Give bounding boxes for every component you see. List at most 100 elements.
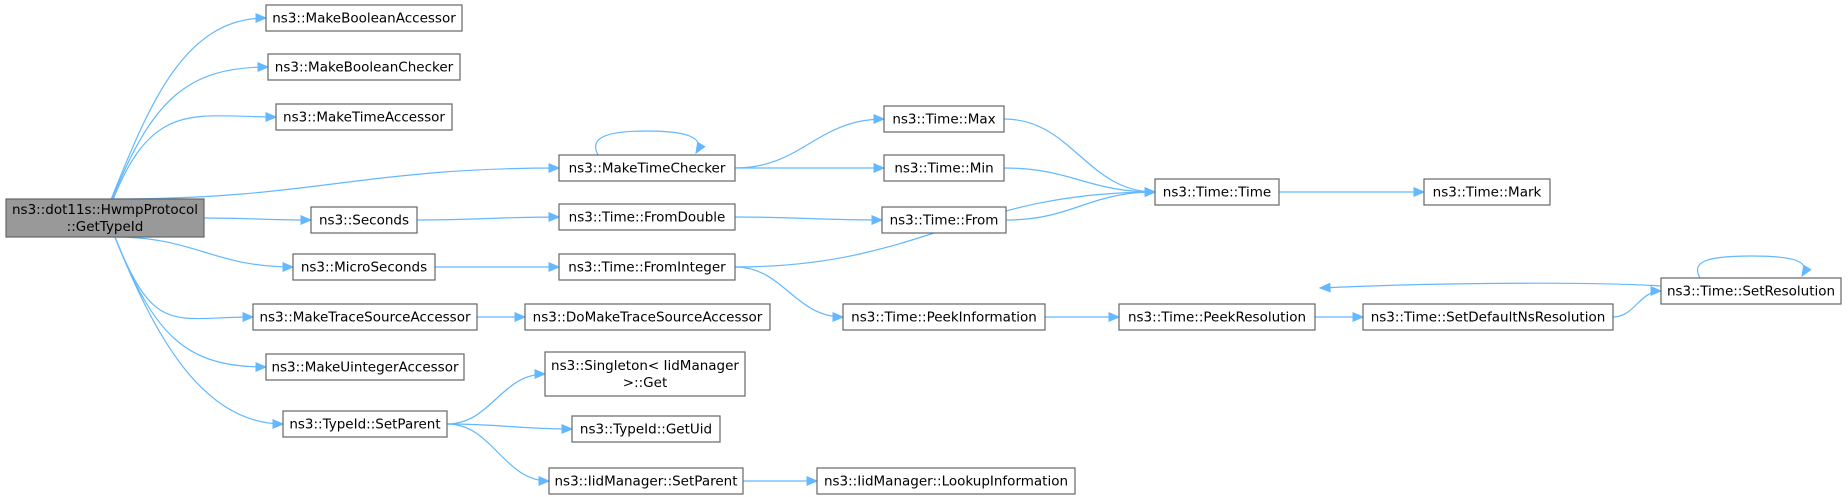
- node-makeTimeChk[interactable]: ns3::MakeTimeChecker: [558, 154, 736, 182]
- edge-arrowhead: [873, 163, 886, 173]
- node-box: [5, 198, 205, 238]
- edge-arrowhead: [255, 13, 268, 23]
- node-micro[interactable]: ns3::MicroSeconds: [292, 253, 436, 281]
- edge-root-to-makeTimeAcc: [112, 112, 278, 200]
- node-setDefNs[interactable]: ns3::Time::SetDefaultNsResolution: [1362, 303, 1614, 331]
- node-label: ns3::DoMakeTraceSourceAccessor: [533, 310, 763, 326]
- node-label: ns3::MakeBooleanAccessor: [272, 11, 456, 27]
- node-label: ns3::Singleton< IidManager: [551, 358, 739, 374]
- node-label: ns3::Time::PeekResolution: [1128, 310, 1306, 326]
- edge-line: [594, 130, 700, 156]
- node-label: ::GetTypeId: [67, 219, 144, 235]
- edge-line: [734, 118, 885, 169]
- node-label: ns3::Time::SetResolution: [1667, 284, 1835, 300]
- node-box: [571, 415, 721, 443]
- node-doMakeTrace[interactable]: ns3::DoMakeTraceSourceAccessor: [524, 303, 771, 331]
- node-label: >::Get: [623, 375, 667, 391]
- edge-line: [1696, 255, 1806, 279]
- node-label: ns3::MakeTraceSourceAccessor: [259, 310, 470, 326]
- node-box: [1118, 303, 1316, 331]
- edge-micro-to-fromInteger: [434, 262, 561, 272]
- edge-arrowhead: [832, 312, 845, 322]
- edge-arrowhead: [871, 215, 884, 225]
- node-timeMax[interactable]: ns3::Time::Max: [883, 105, 1005, 133]
- node-peekInfo[interactable]: ns3::Time::PeekInformation: [842, 303, 1046, 331]
- edge-arrowhead: [514, 312, 527, 322]
- edge-setParent-to-getUid: [446, 423, 574, 434]
- edge-line: [446, 423, 550, 482]
- node-box: [1423, 178, 1551, 206]
- edge-line: [110, 17, 267, 200]
- node-label: ns3::MakeUintegerAccessor: [271, 360, 459, 376]
- node-fromInteger[interactable]: ns3::Time::FromInteger: [558, 253, 736, 281]
- node-box: [816, 467, 1076, 495]
- node-timeFrom[interactable]: ns3::Time::From: [881, 206, 1007, 234]
- edge-setDefNs-to-setRes: [1612, 286, 1663, 318]
- edge-arrowhead: [695, 141, 706, 155]
- node-label: ns3::Time::Time: [1163, 185, 1271, 201]
- node-timeMin[interactable]: ns3::Time::Min: [883, 154, 1005, 182]
- node-makeTrace[interactable]: ns3::MakeTraceSourceAccessor: [252, 303, 478, 331]
- edge-line: [1003, 118, 1156, 193]
- edge-line: [114, 236, 267, 368]
- node-timeTime[interactable]: ns3::Time::Time: [1154, 178, 1280, 206]
- edge-arrowhead: [1352, 312, 1365, 322]
- node-makeBoolChk[interactable]: ns3::MakeBooleanChecker: [267, 53, 461, 81]
- node-lookupInfo[interactable]: ns3::IidManager::LookupInformation: [816, 467, 1076, 495]
- edge-arrowhead: [282, 262, 295, 272]
- edge-root-to-makeBoolAcc: [110, 13, 268, 200]
- edge-makeTimeChk-to-timeMax: [734, 114, 886, 169]
- edge-makeTrace-to-doMakeTrace: [477, 312, 527, 322]
- node-setRes[interactable]: ns3::Time::SetResolution: [1660, 277, 1842, 305]
- edge-arrowhead: [1650, 286, 1663, 296]
- node-label: ns3::Time::FromDouble: [569, 210, 726, 226]
- node-label: ns3::Time::FromInteger: [568, 260, 726, 276]
- node-label: ns3::Time::Max: [892, 112, 995, 128]
- node-setParent[interactable]: ns3::TypeId::SetParent: [282, 410, 448, 438]
- edge-arrowhead: [272, 419, 285, 429]
- edge-root-to-makeTimeChk: [114, 163, 561, 200]
- node-label: ns3::MicroSeconds: [301, 260, 427, 276]
- edge-arrowhead: [1413, 187, 1426, 197]
- edge-setRes-to-peekRes: [1318, 282, 1662, 293]
- node-label: ns3::MakeTimeChecker: [569, 161, 726, 177]
- node-box: [558, 203, 736, 231]
- node-box: [310, 206, 418, 234]
- node-box: [267, 53, 461, 81]
- node-box: [883, 154, 1005, 182]
- node-root: ns3::dot11s::HwmpProtocol::GetTypeId: [5, 198, 205, 238]
- node-singletonGet[interactable]: ns3::Singleton< IidManager>::Get: [544, 351, 746, 397]
- node-makeTimeAcc[interactable]: ns3::MakeTimeAccessor: [275, 103, 453, 131]
- edge-line: [1612, 290, 1662, 318]
- edge-arrowhead: [548, 212, 561, 222]
- node-label: ns3::Time::Min: [894, 161, 993, 177]
- node-makeUint[interactable]: ns3::MakeUintegerAccessor: [265, 353, 465, 381]
- edge-timeTime-to-timeMark: [1279, 187, 1426, 197]
- call-nodes: ns3::dot11s::HwmpProtocol::GetTypeIdns3:…: [5, 4, 1842, 495]
- edge-line: [1319, 282, 1662, 289]
- edge-root-to-micro: [114, 236, 295, 272]
- edge-fromInteger-to-peekInfo: [734, 266, 845, 322]
- node-label: ns3::TypeId::SetParent: [289, 417, 440, 433]
- node-makeBoolAcc[interactable]: ns3::MakeBooleanAccessor: [265, 4, 463, 32]
- edge-line: [1005, 191, 1156, 221]
- edge-root-to-setParent: [114, 236, 285, 429]
- node-peekRes[interactable]: ns3::Time::PeekResolution: [1118, 303, 1316, 331]
- edge-arrowhead: [1801, 264, 1812, 278]
- node-timeMark[interactable]: ns3::Time::Mark: [1423, 178, 1551, 206]
- node-getUid[interactable]: ns3::TypeId::GetUid: [571, 415, 721, 443]
- node-box: [265, 353, 465, 381]
- node-fromDouble[interactable]: ns3::Time::FromDouble: [558, 203, 736, 231]
- node-iidSetParent[interactable]: ns3::IidManager::SetParent: [548, 467, 744, 495]
- node-seconds[interactable]: ns3::Seconds: [310, 206, 418, 234]
- node-box: [548, 467, 744, 495]
- edge-arrowhead: [873, 114, 886, 124]
- edge-line: [114, 236, 284, 425]
- node-box: [282, 410, 448, 438]
- edge-fromDouble-to-timeFrom: [734, 215, 884, 225]
- edge-setParent-to-singletonGet: [446, 369, 547, 425]
- node-box: [558, 253, 736, 281]
- edge-root-to-makeBoolChk: [111, 62, 270, 200]
- node-label: ns3::Time::PeekInformation: [851, 310, 1037, 326]
- edge-line: [114, 167, 560, 200]
